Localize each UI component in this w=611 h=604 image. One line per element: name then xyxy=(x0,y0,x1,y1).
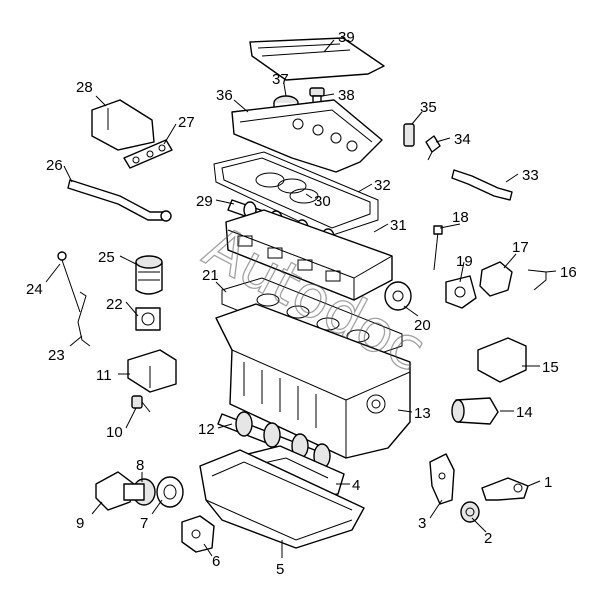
callout-3: 3 xyxy=(418,515,426,532)
callout-14: 14 xyxy=(516,404,533,421)
callout-21: 21 xyxy=(202,267,219,284)
callout-17: 17 xyxy=(512,239,529,256)
part-3-mount-bracket xyxy=(429,453,455,505)
part-30-seals xyxy=(255,172,319,204)
callout-18: 18 xyxy=(452,209,469,226)
part-14-starter xyxy=(451,397,499,425)
callout-32: 32 xyxy=(374,177,391,194)
callout-4: 4 xyxy=(352,477,360,494)
part-26-pipe xyxy=(67,179,172,222)
callout-6: 6 xyxy=(212,553,220,570)
part-27-rail xyxy=(123,139,173,169)
callout-36: 36 xyxy=(216,87,233,104)
part-28-breather-housing xyxy=(91,99,155,151)
callout-20: 20 xyxy=(414,317,431,334)
part-33-sensor xyxy=(451,169,513,201)
part-15-mount-bracket xyxy=(477,337,527,383)
part-2-bushing xyxy=(460,501,480,523)
callout-19: 19 xyxy=(456,253,473,270)
callout-30: 30 xyxy=(314,193,331,210)
part-19-pump-housing xyxy=(445,275,477,309)
part-13-engine-block xyxy=(215,303,411,459)
part-17-thermostat-housing xyxy=(479,261,513,297)
callout-15: 15 xyxy=(542,359,559,376)
callout-labels: 1 2 3 4 5 6 7 8 9 10 11 12 13 14 15 16 1… xyxy=(26,29,577,578)
callout-26: 26 xyxy=(46,157,63,174)
part-5-oil-pan xyxy=(199,449,365,549)
callout-10: 10 xyxy=(106,424,123,441)
callout-38: 38 xyxy=(338,87,355,104)
callout-39: 39 xyxy=(338,29,355,46)
leader-lines xyxy=(45,39,557,558)
callout-24: 24 xyxy=(26,281,43,298)
callout-28: 28 xyxy=(76,79,93,96)
callout-22: 22 xyxy=(106,296,123,313)
part-39-cover-trim xyxy=(249,37,385,81)
callout-34: 34 xyxy=(454,131,471,148)
part-34-sensor xyxy=(425,135,441,161)
part-1-mount-arm xyxy=(481,477,529,501)
callout-1: 1 xyxy=(544,474,552,491)
callout-11: 11 xyxy=(96,367,112,384)
callout-29: 29 xyxy=(196,193,213,210)
callout-33: 33 xyxy=(522,167,539,184)
part-18-solenoid xyxy=(433,225,443,271)
callout-2: 2 xyxy=(484,530,492,547)
part-6-oil-pump xyxy=(181,515,215,553)
callout-16: 16 xyxy=(560,264,577,281)
part-20-pulley xyxy=(384,281,412,311)
callout-31: 31 xyxy=(390,217,407,234)
part-11-bracket xyxy=(127,349,177,393)
part-25-oil-filter xyxy=(135,255,163,295)
part-31-cylinder-head xyxy=(225,209,393,301)
part-10-sensor xyxy=(131,395,151,413)
callout-13: 13 xyxy=(414,405,431,422)
callout-37: 37 xyxy=(272,71,289,88)
part-36-valve-cover xyxy=(231,99,383,173)
part-22-filter-adapter xyxy=(135,307,161,331)
part-7-mount-bushing xyxy=(156,476,184,508)
part-24-dipstick xyxy=(57,251,81,313)
part-21-head-gasket xyxy=(221,277,403,361)
callout-8: 8 xyxy=(136,457,144,474)
callout-5: 5 xyxy=(276,561,284,578)
callout-23: 23 xyxy=(48,347,65,364)
part-16-hose xyxy=(527,269,547,291)
part-23-dipstick-tube xyxy=(77,291,91,347)
callout-7: 7 xyxy=(140,515,148,532)
callout-12: 12 xyxy=(198,421,215,438)
part-35-sensor xyxy=(403,123,415,147)
part-32-cover-gasket xyxy=(213,151,379,237)
callout-35: 35 xyxy=(420,99,437,116)
part-8-mount-damper xyxy=(123,478,156,506)
callout-27: 27 xyxy=(178,114,195,131)
callout-25: 25 xyxy=(98,249,115,266)
callout-9: 9 xyxy=(76,515,84,532)
